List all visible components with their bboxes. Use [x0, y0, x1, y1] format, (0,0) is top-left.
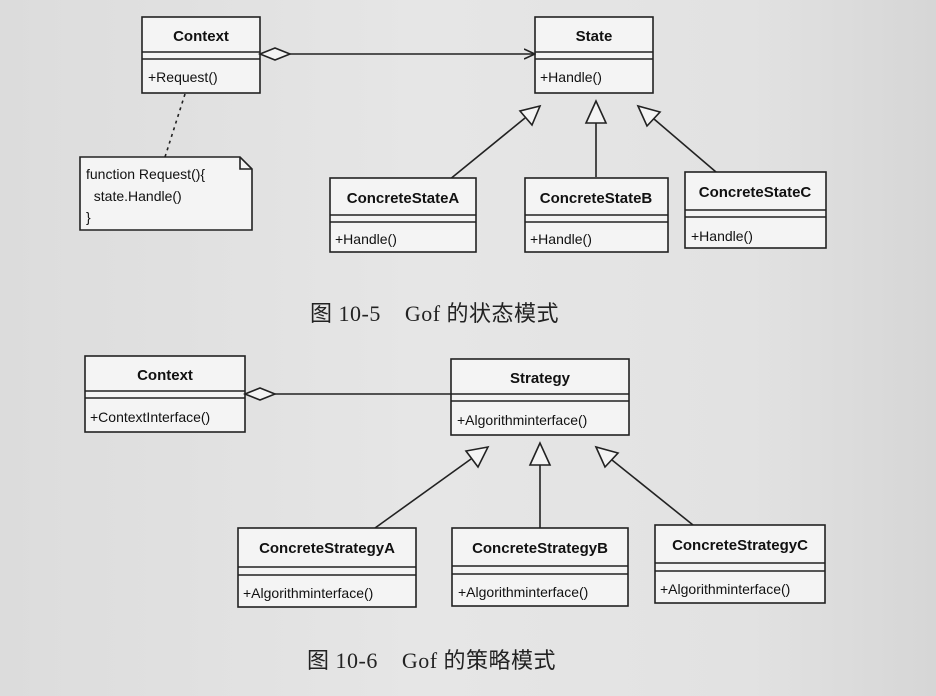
concrete-strategy-b-name: ConcreteStrategyB [472, 540, 608, 557]
concrete-strategy-c-box: ConcreteStrategyC +Algorithminterface() [654, 524, 826, 604]
strategy-class-name: Strategy [510, 370, 571, 387]
note-line-2: state.Handle() [86, 188, 182, 204]
note-line-1: function Request(){ [86, 166, 205, 182]
generalization-lines-state [448, 99, 717, 181]
concrete-strategy-b-box: ConcreteStrategyB +Algorithminterface() [451, 527, 629, 607]
state-class-box: State +Handle() [534, 16, 654, 94]
aggregation-context-state [257, 47, 535, 61]
concrete-strategy-a-name: ConcreteStrategyA [259, 540, 395, 557]
concrete-state-b-op: +Handle() [530, 231, 592, 247]
strategy-pattern-figure: Context +ContextInterface() Strategy +Al… [84, 355, 826, 608]
concrete-state-b-name: ConcreteStateB [540, 190, 653, 207]
context-class-name: Context [173, 28, 229, 45]
concrete-strategy-c-op: +Algorithminterface() [660, 581, 790, 597]
aggregation-context-strategy [242, 387, 451, 401]
concrete-strategy-a-box: ConcreteStrategyA +Algorithminterface() [237, 527, 417, 608]
context2-class-name: Context [137, 367, 193, 384]
concrete-strategy-c-name: ConcreteStrategyC [672, 537, 808, 554]
concrete-strategy-a-op: +Algorithminterface() [243, 585, 373, 601]
state-class-name: State [576, 28, 613, 45]
strategy-algorithm-op: +Algorithminterface() [457, 412, 587, 428]
context-interface-op: +ContextInterface() [90, 409, 210, 425]
concrete-state-c-op: +Handle() [691, 228, 753, 244]
context-request-op: +Request() [148, 69, 218, 85]
note-line-3: } [86, 209, 91, 225]
generalization-lines-strategy [374, 441, 694, 529]
figure-10-6-caption: 图 10-6 Gof 的策略模式 [307, 648, 557, 673]
concrete-state-c-name: ConcreteStateC [699, 184, 812, 201]
concrete-state-a-name: ConcreteStateA [347, 190, 460, 207]
concrete-state-b-box: ConcreteStateB +Handle() [524, 177, 669, 253]
state-pattern-figure: Context +Request() State +Handle() funct… [79, 16, 827, 253]
strategy-class-box: Strategy +Algorithminterface() [450, 358, 630, 436]
note-link-dotted [164, 93, 186, 158]
state-handle-op: +Handle() [540, 69, 602, 85]
context2-class-box: Context +ContextInterface() [84, 355, 246, 433]
context-class-box: Context +Request() [141, 16, 261, 94]
request-note: function Request(){ state.Handle() } [79, 156, 253, 231]
concrete-state-a-op: +Handle() [335, 231, 397, 247]
concrete-strategy-b-op: +Algorithminterface() [458, 584, 588, 600]
concrete-state-a-box: ConcreteStateA +Handle() [329, 177, 477, 253]
figure-10-5-caption: 图 10-5 Gof 的状态模式 [310, 301, 560, 326]
concrete-state-c-box: ConcreteStateC +Handle() [684, 171, 827, 249]
